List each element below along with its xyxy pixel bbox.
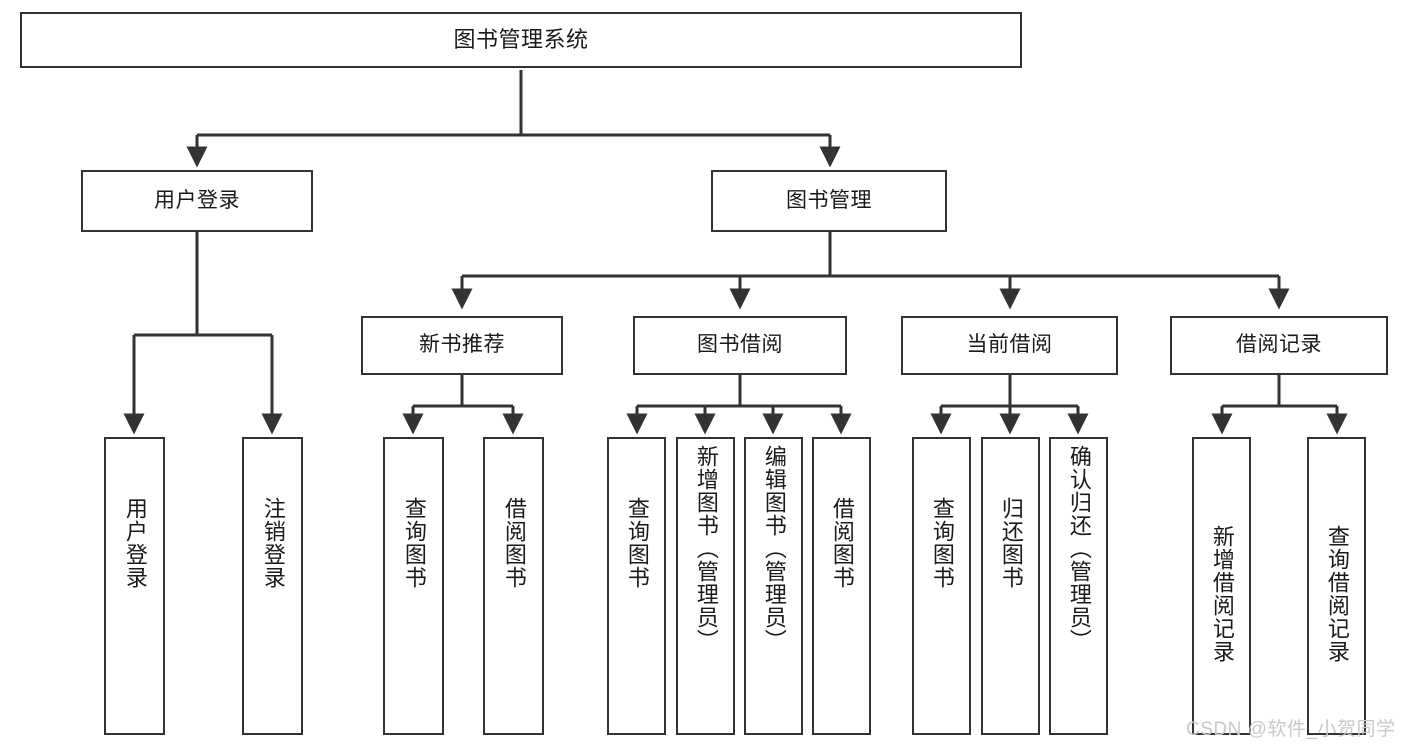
leaf-user-login-logout[interactable]: 注销登录 (242, 437, 303, 735)
leaf-borrow-record-query-record[interactable]: 查询借阅记录 (1307, 437, 1366, 735)
node-label: 查询图书 (401, 497, 427, 589)
watermark: CSDN @软件_小贺同学 (1186, 719, 1396, 740)
node-label: 确认归还（管理员） (1066, 445, 1092, 652)
node-label: 新书推荐 (419, 333, 505, 357)
node-label: 归还图书 (998, 497, 1024, 589)
node-label: 借阅图书 (829, 497, 855, 589)
node-label: 查询图书 (929, 497, 955, 589)
node-user-login[interactable]: 用户登录 (81, 170, 313, 232)
leaf-book-borrow-edit-book-admin[interactable]: 编辑图书（管理员） (744, 437, 803, 735)
node-label: 编辑图书（管理员） (761, 445, 787, 652)
node-label: 新增借阅记录 (1209, 525, 1235, 663)
node-label: 查询借阅记录 (1324, 525, 1350, 663)
node-book-management[interactable]: 图书管理 (711, 170, 947, 232)
node-label: 图书借阅 (697, 333, 783, 357)
node-label: 用户登录 (154, 188, 240, 212)
node-label: 新增图书（管理员） (693, 445, 719, 652)
node-root-book-management-system[interactable]: 图书管理系统 (20, 12, 1022, 68)
leaf-user-login-login[interactable]: 用户登录 (104, 437, 165, 735)
leaf-current-borrow-query-book[interactable]: 查询图书 (912, 437, 971, 735)
node-current-borrow[interactable]: 当前借阅 (901, 316, 1118, 375)
leaf-book-borrow-borrow-book[interactable]: 借阅图书 (812, 437, 871, 735)
node-book-borrow[interactable]: 图书借阅 (633, 316, 847, 375)
node-label: 图书管理 (786, 188, 872, 212)
node-label: 用户登录 (122, 497, 148, 589)
leaf-new-book-query-book[interactable]: 查询图书 (383, 437, 444, 735)
node-borrow-record[interactable]: 借阅记录 (1170, 316, 1388, 375)
node-label: 查询图书 (624, 497, 650, 589)
leaf-new-book-borrow-book[interactable]: 借阅图书 (483, 437, 544, 735)
node-new-book-recommend[interactable]: 新书推荐 (361, 316, 563, 375)
node-label: 借阅图书 (501, 497, 527, 589)
leaf-current-borrow-confirm-return-admin[interactable]: 确认归还（管理员） (1049, 437, 1108, 735)
leaf-book-borrow-query-book[interactable]: 查询图书 (607, 437, 666, 735)
leaf-book-borrow-add-book-admin[interactable]: 新增图书（管理员） (676, 437, 735, 735)
node-label: 注销登录 (260, 497, 286, 589)
node-label: 图书管理系统 (453, 27, 589, 53)
node-label: 借阅记录 (1236, 333, 1322, 357)
leaf-borrow-record-add-record[interactable]: 新增借阅记录 (1192, 437, 1251, 735)
leaf-current-borrow-return-book[interactable]: 归还图书 (981, 437, 1040, 735)
node-label: 当前借阅 (966, 333, 1053, 357)
